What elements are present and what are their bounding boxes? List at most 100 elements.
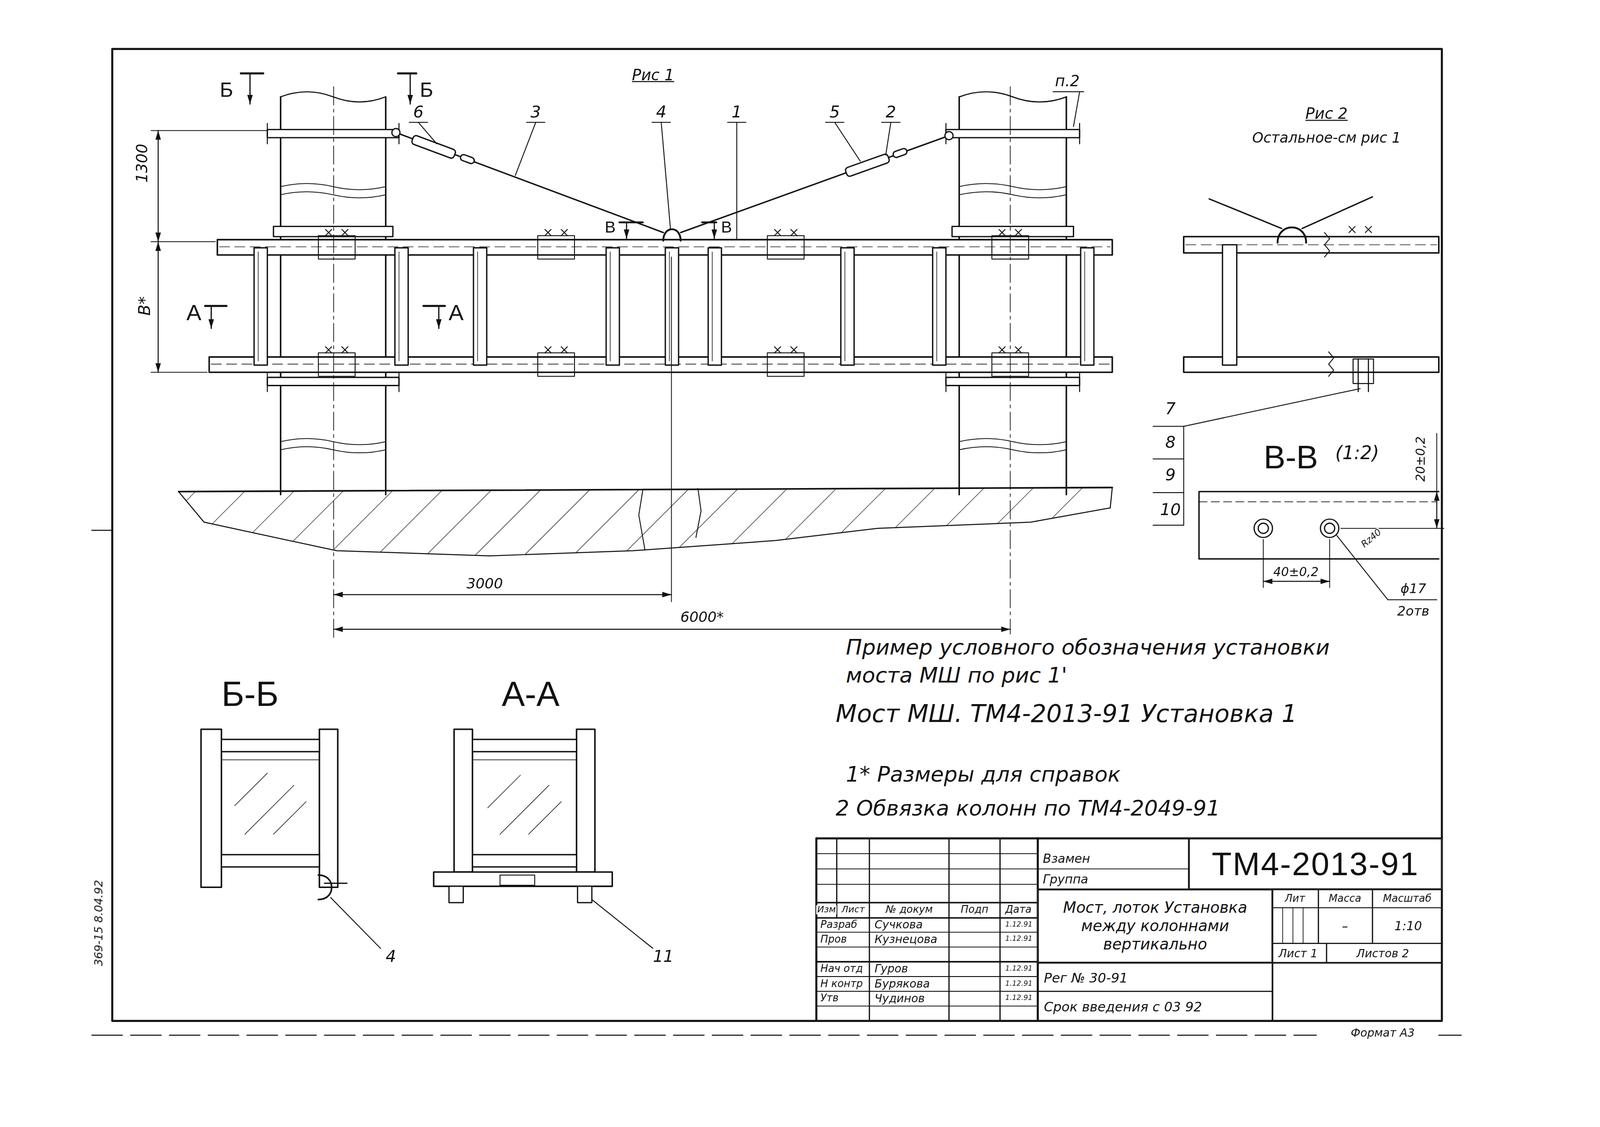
rung-edge [844,251,846,362]
cross-rung [221,739,320,753]
bolt [1367,359,1369,392]
trim-line [1438,1035,1462,1037]
splice-plate [537,235,575,260]
callout-number: 8 [1164,434,1177,452]
section-line [619,221,643,224]
callout-shelf [1153,524,1184,526]
section-title: Б-Б [220,676,280,712]
column-bracket [273,226,393,237]
extension-line [150,241,216,243]
title-block-line [1326,943,1328,964]
bracket-bolt [398,371,400,392]
title-block-line [816,869,1038,870]
surface-hatch [528,802,562,835]
note: Мост МШ. ТМ4-2013-91 Установка 1 [834,702,1299,727]
extension-line [1340,528,1444,530]
title-block-line [1282,908,1284,944]
section-arrow [713,222,715,240]
tie-rod [1209,199,1282,229]
column-post [319,729,338,888]
ground-surface [178,487,1113,492]
turnbuckle [844,153,891,178]
date-entry: 1.12.91 [1004,981,1034,989]
column-break [280,183,386,190]
title-block-text: Дата [1003,904,1033,915]
leader-line [661,122,671,229]
bolt-mark [1015,229,1022,236]
section-mark: А [447,301,465,325]
bridge-beam [209,356,1113,373]
drawing-frame [112,49,1443,1022]
dimension: 20±0,2 [1414,435,1427,483]
column-edge [958,96,960,495]
callout-number: 10 [1159,501,1182,519]
surface-hatch [487,775,521,809]
title-block-line [999,838,1001,1022]
dimension: 2отв [1396,604,1431,618]
dimension-line [157,130,159,242]
column-bracket [946,377,1080,386]
column-break [958,91,1067,102]
note: Остальное-см рис 1 [1251,130,1403,145]
figure-label: Рис 2 [1304,106,1349,122]
column-edge [279,96,282,495]
dimension-line [1263,580,1330,582]
hidden-edge [211,363,1110,365]
extension-line [150,372,207,374]
beam-bracket [449,886,464,904]
clamp-bolt [324,882,347,885]
title-block-text: Н контр [819,979,865,990]
beam-bracket [577,886,592,904]
callout-number: 4 [655,104,668,121]
callout-number: 5 [828,104,842,121]
callout-shelf [1153,492,1184,494]
section-arrow [210,306,212,329]
bolt-mark [545,229,552,236]
title-block-line [816,991,1038,993]
title-block-text: Разраб [819,920,859,931]
break-line [696,488,702,538]
title-block-text: Лит [1283,893,1307,904]
dimension-line [1436,491,1438,529]
scale-note: (1:2) [1334,443,1381,463]
section-title: А-А [500,676,561,712]
title-block-text: 1:10 [1393,920,1423,933]
u-clamp [663,229,681,241]
section-line [397,72,417,75]
callout-number: 4 [384,948,397,966]
title-block-line [1037,991,1273,993]
center-line [333,86,335,638]
bolt-mark [774,346,781,353]
rod-hook [944,131,954,140]
title-block-text: – [1340,920,1350,933]
leader-line [1183,388,1361,427]
cross-rung [1222,245,1237,366]
title-block-text: Лист 1 [1277,948,1319,960]
title-block-line [816,884,1038,886]
dimension: ϕ17 [1399,582,1428,596]
title-block-text: Утв [819,993,840,1004]
extension-line [670,256,672,603]
title-block-text: Подп [959,904,990,915]
callout-shelf [1153,458,1184,460]
dimension: 40±0,2 [1272,566,1320,579]
title-block-text: Масса [1327,893,1362,904]
section-line [423,305,446,307]
dimension: В* [136,295,154,318]
bolt-mark [1349,226,1355,233]
section-arrow [625,222,627,240]
leader-line [515,122,536,176]
leader-line [418,122,437,145]
column-break [280,446,386,453]
hidden-edge [219,246,1110,247]
node-text: Мост, лоток Установка между колоннами ве… [1042,898,1268,954]
turnbuckle [411,134,457,160]
bracket-bolt [1079,371,1081,392]
title-block-text: № докум [884,904,934,915]
cross-rung [221,854,320,868]
title-block-text: Листов 2 [1355,948,1411,960]
dimension: 6000* [679,610,725,625]
rung-edge [712,251,713,362]
leader-line [834,122,861,162]
leader-line [591,899,653,949]
